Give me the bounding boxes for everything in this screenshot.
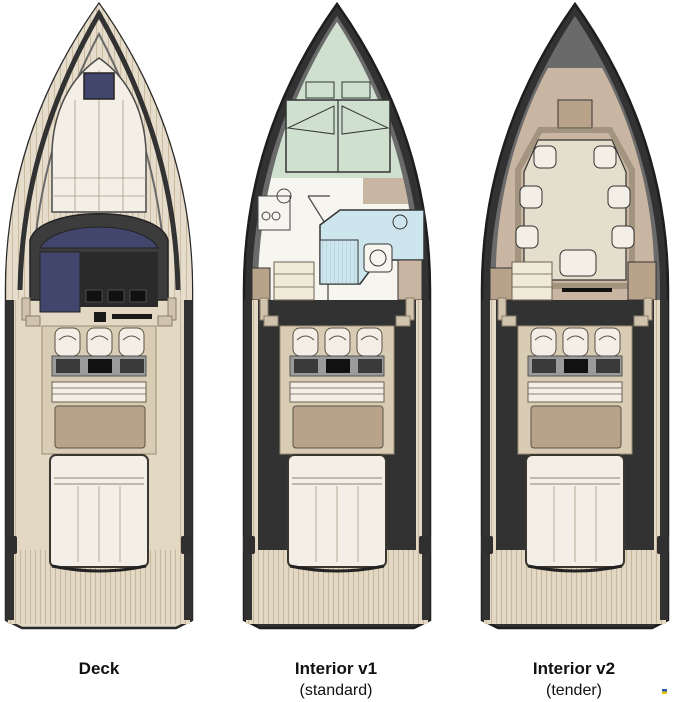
label-interior-v1-subtitle: (standard) xyxy=(299,682,373,699)
boat-deck xyxy=(3,2,195,630)
label-deck: Deck xyxy=(0,658,199,680)
label-interior-v2-title: Interior v2 xyxy=(532,659,616,678)
corner-mark-icon xyxy=(662,689,667,694)
label-interior-v1-title: Interior v1 xyxy=(294,659,378,678)
label-interior-v2-subtitle: (tender) xyxy=(545,682,603,699)
label-deck-title: Deck xyxy=(78,659,120,678)
label-interior-v2: Interior v2 (tender) xyxy=(474,658,673,702)
label-interior-v1: Interior v1 (standard) xyxy=(236,658,436,702)
boat-interior-v2 xyxy=(479,1,671,630)
boat-interior-v1 xyxy=(241,1,433,630)
